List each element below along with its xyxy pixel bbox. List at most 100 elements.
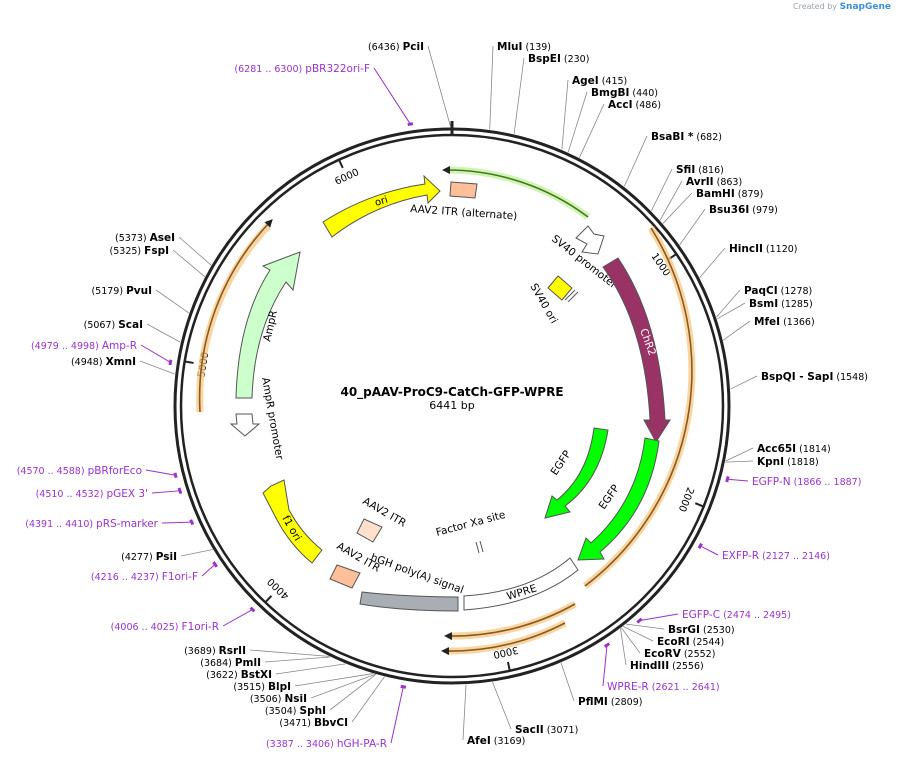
- enzyme-label[interactable]: (4277) PsiI: [121, 551, 177, 563]
- primer-label[interactable]: (6281 .. 6300) pBR322ori-F: [234, 63, 370, 75]
- enzyme-label[interactable]: PaqCI (1278): [744, 285, 812, 297]
- primer-leader: [201, 564, 216, 577]
- feature-aav2-itr-1[interactable]: [329, 564, 361, 589]
- enzyme-label[interactable]: SacII (3071): [515, 724, 578, 736]
- enzyme-leader: [620, 627, 641, 654]
- primer-mark[interactable]: [173, 472, 178, 479]
- primer-mark[interactable]: [636, 617, 643, 624]
- primer-label[interactable]: EGFP-C (2474 .. 2495): [682, 609, 791, 621]
- feature-egfp-1[interactable]: [544, 427, 609, 519]
- enzyme-label[interactable]: (5179) PvuI: [91, 285, 152, 297]
- primer-mark[interactable]: [249, 606, 256, 613]
- primer-label[interactable]: (4570 .. 4588) pBRforEco: [17, 465, 142, 477]
- feature-egfp-2[interactable]: [577, 437, 660, 561]
- enzyme-label[interactable]: (6436) PciI: [368, 41, 424, 53]
- enzyme-label[interactable]: Acc65I (1814): [757, 443, 831, 455]
- enzyme-position: (2556): [669, 661, 704, 672]
- enzyme-label[interactable]: EcoRV (2552): [644, 648, 715, 660]
- enzyme-name: PaqCI: [744, 285, 778, 297]
- feature-sv40-promoter[interactable]: [575, 225, 605, 255]
- feature-ampr-promoter[interactable]: [229, 413, 261, 437]
- enzyme-label[interactable]: BspEI (230): [528, 53, 589, 65]
- enzyme-position: (139): [522, 42, 551, 53]
- enzyme-position: (2809): [608, 697, 643, 708]
- feature-ori[interactable]: [322, 174, 441, 238]
- enzyme-label[interactable]: (3684) PmlI: [200, 657, 261, 669]
- primer-mark[interactable]: [400, 684, 407, 689]
- enzyme-leader: [623, 135, 648, 187]
- enzyme-name: BstXI: [241, 669, 272, 681]
- enzyme-label[interactable]: (5373) AseI: [115, 232, 175, 244]
- enzyme-name: BamHI: [696, 188, 735, 200]
- primer-name: EXFP-R: [722, 550, 759, 562]
- primer-mark[interactable]: [177, 487, 183, 495]
- enzyme-label[interactable]: BsmI (1285): [749, 298, 813, 310]
- primer-mark[interactable]: [603, 642, 611, 648]
- enzyme-label[interactable]: KpnI (1818): [757, 456, 819, 468]
- enzyme-label[interactable]: (5067) ScaI: [84, 319, 143, 331]
- enzyme-label[interactable]: BamHI (879): [696, 188, 763, 200]
- primer-leader: [140, 344, 171, 363]
- primer-mark[interactable]: [189, 519, 195, 526]
- feature-aav2-itr-2[interactable]: [356, 518, 383, 543]
- enzyme-label[interactable]: BspQI - SapI (1548): [761, 371, 868, 383]
- primer-mark[interactable]: [725, 475, 730, 483]
- enzyme-label[interactable]: (3689) RsrII: [184, 645, 246, 657]
- feature-aav2-itr-alt[interactable]: [449, 181, 478, 199]
- enzyme-label[interactable]: EcoRI (2544): [657, 636, 724, 648]
- primer-label[interactable]: EGFP-N (1866 .. 1887): [752, 476, 861, 488]
- enzyme-label[interactable]: (3622) BstXI: [206, 669, 272, 681]
- primer-mark[interactable]: [212, 561, 218, 568]
- enzyme-label[interactable]: SfiI (816): [676, 164, 724, 176]
- primer-mark[interactable]: [697, 542, 703, 549]
- feature-f1-ori[interactable]: [262, 479, 323, 564]
- primer-label[interactable]: (4006 .. 4025) F1ori-R: [111, 621, 219, 633]
- enzyme-label[interactable]: BmgBI (440): [591, 87, 658, 99]
- primer-mark[interactable]: [168, 359, 173, 366]
- enzyme-label[interactable]: AfeI (3169): [467, 735, 525, 747]
- enzyme-label[interactable]: BsaBI * (682): [651, 131, 722, 143]
- enzyme-leader: [427, 45, 452, 128]
- primer-name: pRS-marker: [96, 518, 159, 530]
- feature-hgh-polya[interactable]: [359, 591, 459, 612]
- enzyme-label[interactable]: (5325) FspI: [110, 245, 169, 257]
- enzyme-label[interactable]: (3471) BbvCI: [279, 717, 348, 729]
- enzyme-label[interactable]: (3506) NsiI: [250, 693, 307, 705]
- enzyme-label[interactable]: MfeI (1366): [754, 316, 815, 328]
- primer-label[interactable]: (4216 .. 4237) F1ori-F: [91, 571, 198, 583]
- enzyme-label[interactable]: MluI (139): [497, 41, 551, 53]
- label-ori: ori: [374, 195, 390, 209]
- primer-label[interactable]: (4391 .. 4410) pRS-marker: [25, 518, 158, 530]
- enzyme-name: PflMI: [578, 696, 608, 708]
- enzyme-label[interactable]: BsrGI (2530): [668, 624, 735, 636]
- primer-label[interactable]: (4979 .. 4998) Amp-R: [31, 340, 137, 352]
- enzyme-label[interactable]: AccI (486): [608, 99, 661, 111]
- primer-name: WPRE-R: [607, 681, 649, 693]
- primer-range: (3387 .. 3406): [266, 739, 337, 750]
- enzyme-position: (682): [693, 132, 722, 143]
- primer-mark[interactable]: [407, 122, 414, 126]
- enzyme-label[interactable]: Bsu36I (979): [709, 204, 778, 216]
- feature-ampr[interactable]: [235, 251, 301, 399]
- enzyme-name: SfiI: [676, 164, 695, 176]
- tick-label: 2000: [676, 485, 696, 513]
- enzyme-label[interactable]: (4948) XmnI: [71, 356, 136, 368]
- enzyme-position: (4277): [121, 552, 156, 563]
- primer-label[interactable]: (4510 .. 4532) pGEX 3': [36, 488, 148, 500]
- enzyme-label[interactable]: HincII (1120): [729, 243, 798, 255]
- enzyme-label[interactable]: (3515) BlpI: [233, 681, 291, 693]
- enzyme-label[interactable]: (3504) SphI: [265, 705, 326, 717]
- enzyme-name: HincII: [729, 243, 763, 255]
- feature-sv40-ori[interactable]: [547, 275, 573, 301]
- enzyme-label[interactable]: AvrII (863): [686, 176, 742, 188]
- enzyme-name: BlpI: [268, 681, 291, 693]
- feature-chr2[interactable]: [602, 257, 671, 443]
- primer-label[interactable]: EXFP-R (2127 .. 2146): [722, 550, 830, 562]
- feature-wpre[interactable]: [463, 557, 579, 611]
- enzyme-label[interactable]: HindIII (2556): [630, 660, 704, 672]
- enzyme-label[interactable]: AgeI (415): [572, 75, 627, 87]
- primer-label[interactable]: (3387 .. 3406) hGH-PA-R: [266, 738, 387, 750]
- enzyme-label[interactable]: PflMI (2809): [578, 696, 642, 708]
- primer-label[interactable]: WPRE-R (2621 .. 2641): [607, 681, 720, 693]
- label-egfp-2: EGFP: [597, 483, 622, 512]
